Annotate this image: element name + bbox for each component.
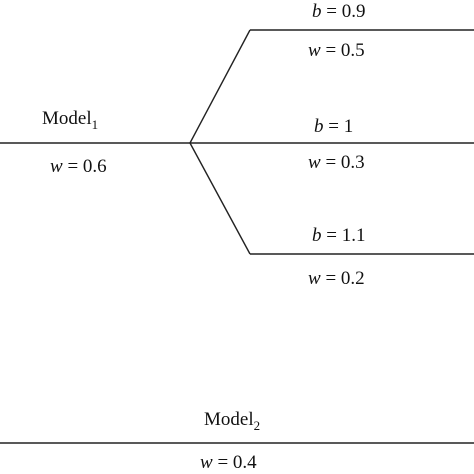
branch-upper-w-label: w = 0.5 — [308, 40, 365, 61]
branch-lower-b-label: b = 1.1 — [312, 225, 365, 246]
model1-label: Model1 — [42, 108, 98, 132]
branch-lower-w-label: w = 0.2 — [308, 268, 365, 289]
branch-upper-b-label: b = 0.9 — [312, 1, 365, 22]
branch-edge-lower — [189, 142, 251, 255]
branch-middle-b-label: b = 1 — [314, 116, 353, 137]
branch-middle-w-label: w = 0.3 — [308, 152, 365, 173]
model2-weight: w = 0.4 — [200, 452, 257, 473]
model2-label: Model2 — [204, 409, 260, 433]
branch-edge-upper — [189, 29, 251, 144]
model1-weight: w = 0.6 — [50, 156, 107, 177]
